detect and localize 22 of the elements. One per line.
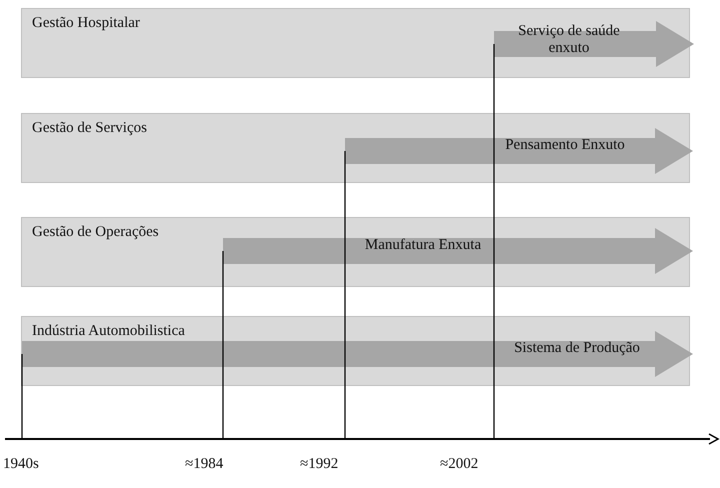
band-heading: Indústria Automobilistica <box>32 323 185 340</box>
arrow-label: Serviço de saúde enxuto <box>517 23 621 57</box>
year-label: ≈1984 <box>185 456 224 473</box>
band-heading: Gestão de Serviços <box>32 120 147 137</box>
year-label: ≈2002 <box>440 456 478 473</box>
band-heading: Gestão Hospitalar <box>32 15 140 32</box>
timeline-arrow <box>223 228 693 274</box>
timeline-marker <box>21 354 23 439</box>
domain-band <box>21 316 690 386</box>
timeline-arrow <box>494 21 694 67</box>
year-label: ≈1992 <box>300 456 338 473</box>
arrow-label: Sistema de Produção <box>513 340 641 357</box>
domain-band <box>21 217 690 287</box>
arrow-label: Manufatura Enxuta <box>364 237 482 254</box>
band-heading: Gestão de Operações <box>32 224 159 241</box>
timeline-marker <box>493 44 495 439</box>
timeline-marker <box>222 251 224 439</box>
year-label: 1940s <box>3 456 39 473</box>
timeline-marker <box>344 151 346 439</box>
timeline-arrow <box>345 128 693 174</box>
domain-band <box>21 113 690 183</box>
arrow-label: Pensamento Enxuto <box>504 137 626 154</box>
